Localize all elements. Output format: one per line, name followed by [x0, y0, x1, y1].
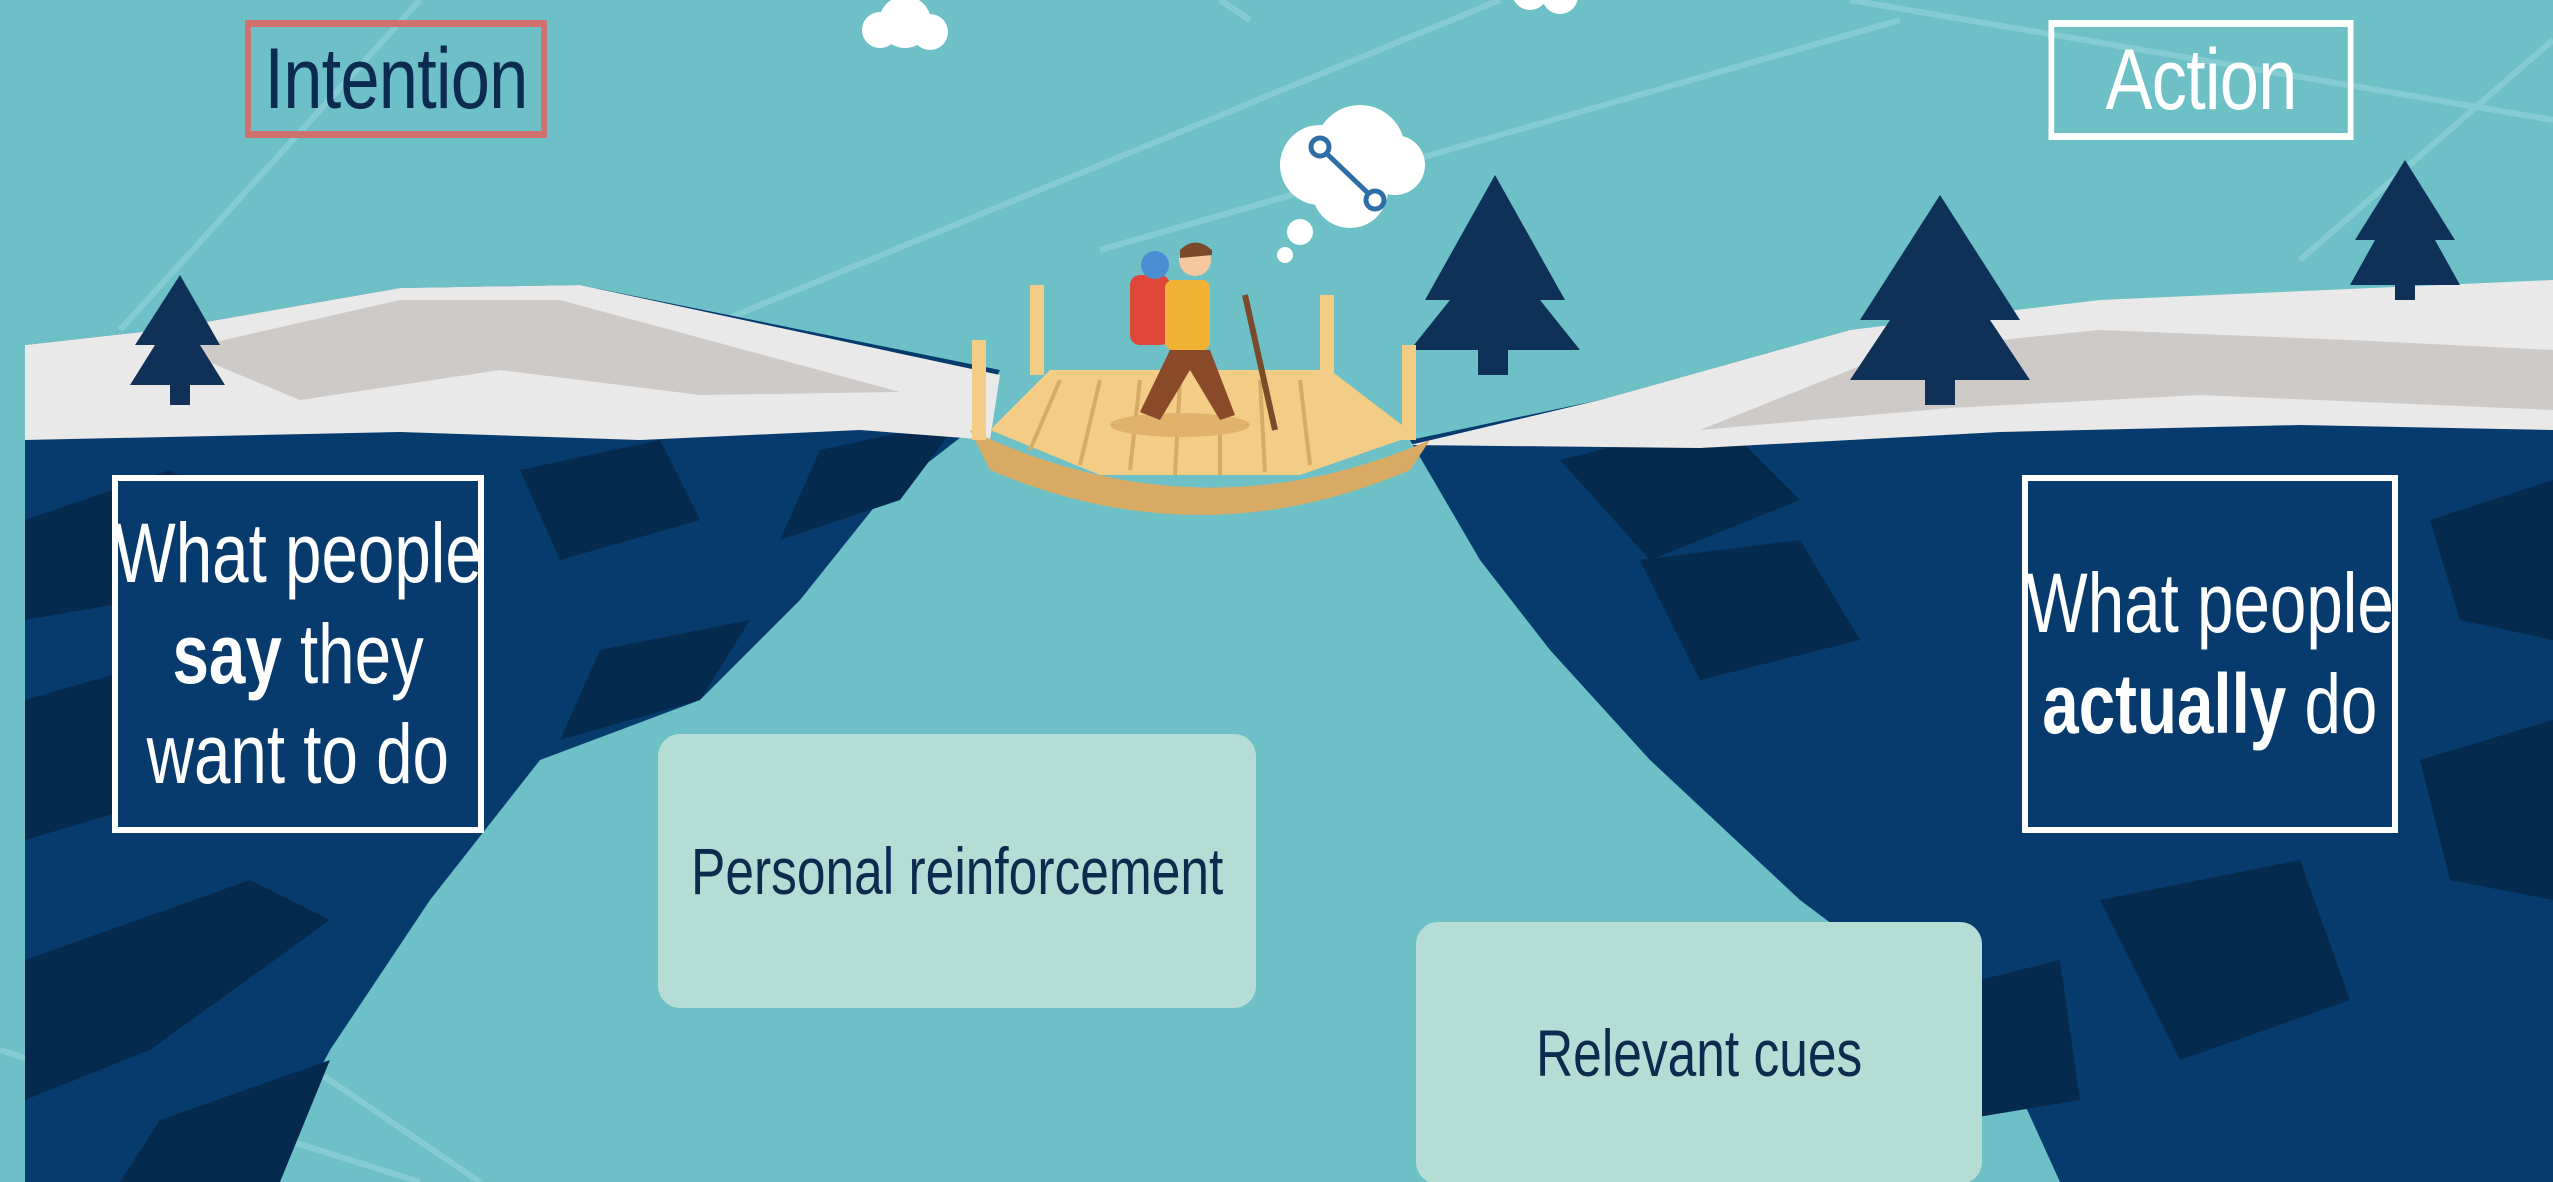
- wrench-icon: [1308, 135, 1387, 212]
- do-line-1: What people: [2026, 556, 2394, 651]
- cloud-icon: [862, 0, 1578, 50]
- say-box: What people say they want to do: [112, 475, 484, 833]
- do-box: What people actually do: [2022, 475, 2398, 833]
- hiker-icon: [1110, 242, 1278, 437]
- thought-bubble: [1277, 105, 1425, 263]
- factor-label: Relevant cues: [1535, 1016, 1863, 1090]
- factor-label: Personal reinforcement: [690, 834, 1224, 908]
- do-line-2-rest: do: [2286, 657, 2378, 751]
- say-line-2-rest: they: [281, 606, 424, 701]
- factor-box-personal-reinforcement: Personal reinforcement: [658, 734, 1256, 1008]
- pine-tree-icon: [130, 160, 2460, 405]
- factor-box-relevant-cues: Relevant cues: [1416, 922, 1982, 1182]
- say-line-1: What people: [114, 505, 482, 600]
- do-bold-word: actually: [2042, 657, 2287, 751]
- intention-label: Intention: [264, 30, 528, 127]
- action-label: Action: [2105, 31, 2297, 128]
- action-header: Action: [2048, 20, 2354, 140]
- say-bold-word: say: [172, 606, 282, 701]
- say-line-3: want to do: [146, 707, 450, 802]
- do-line-2: actually do: [2042, 654, 2377, 755]
- intention-header: Intention: [245, 20, 547, 138]
- say-line-2: say they: [172, 604, 423, 705]
